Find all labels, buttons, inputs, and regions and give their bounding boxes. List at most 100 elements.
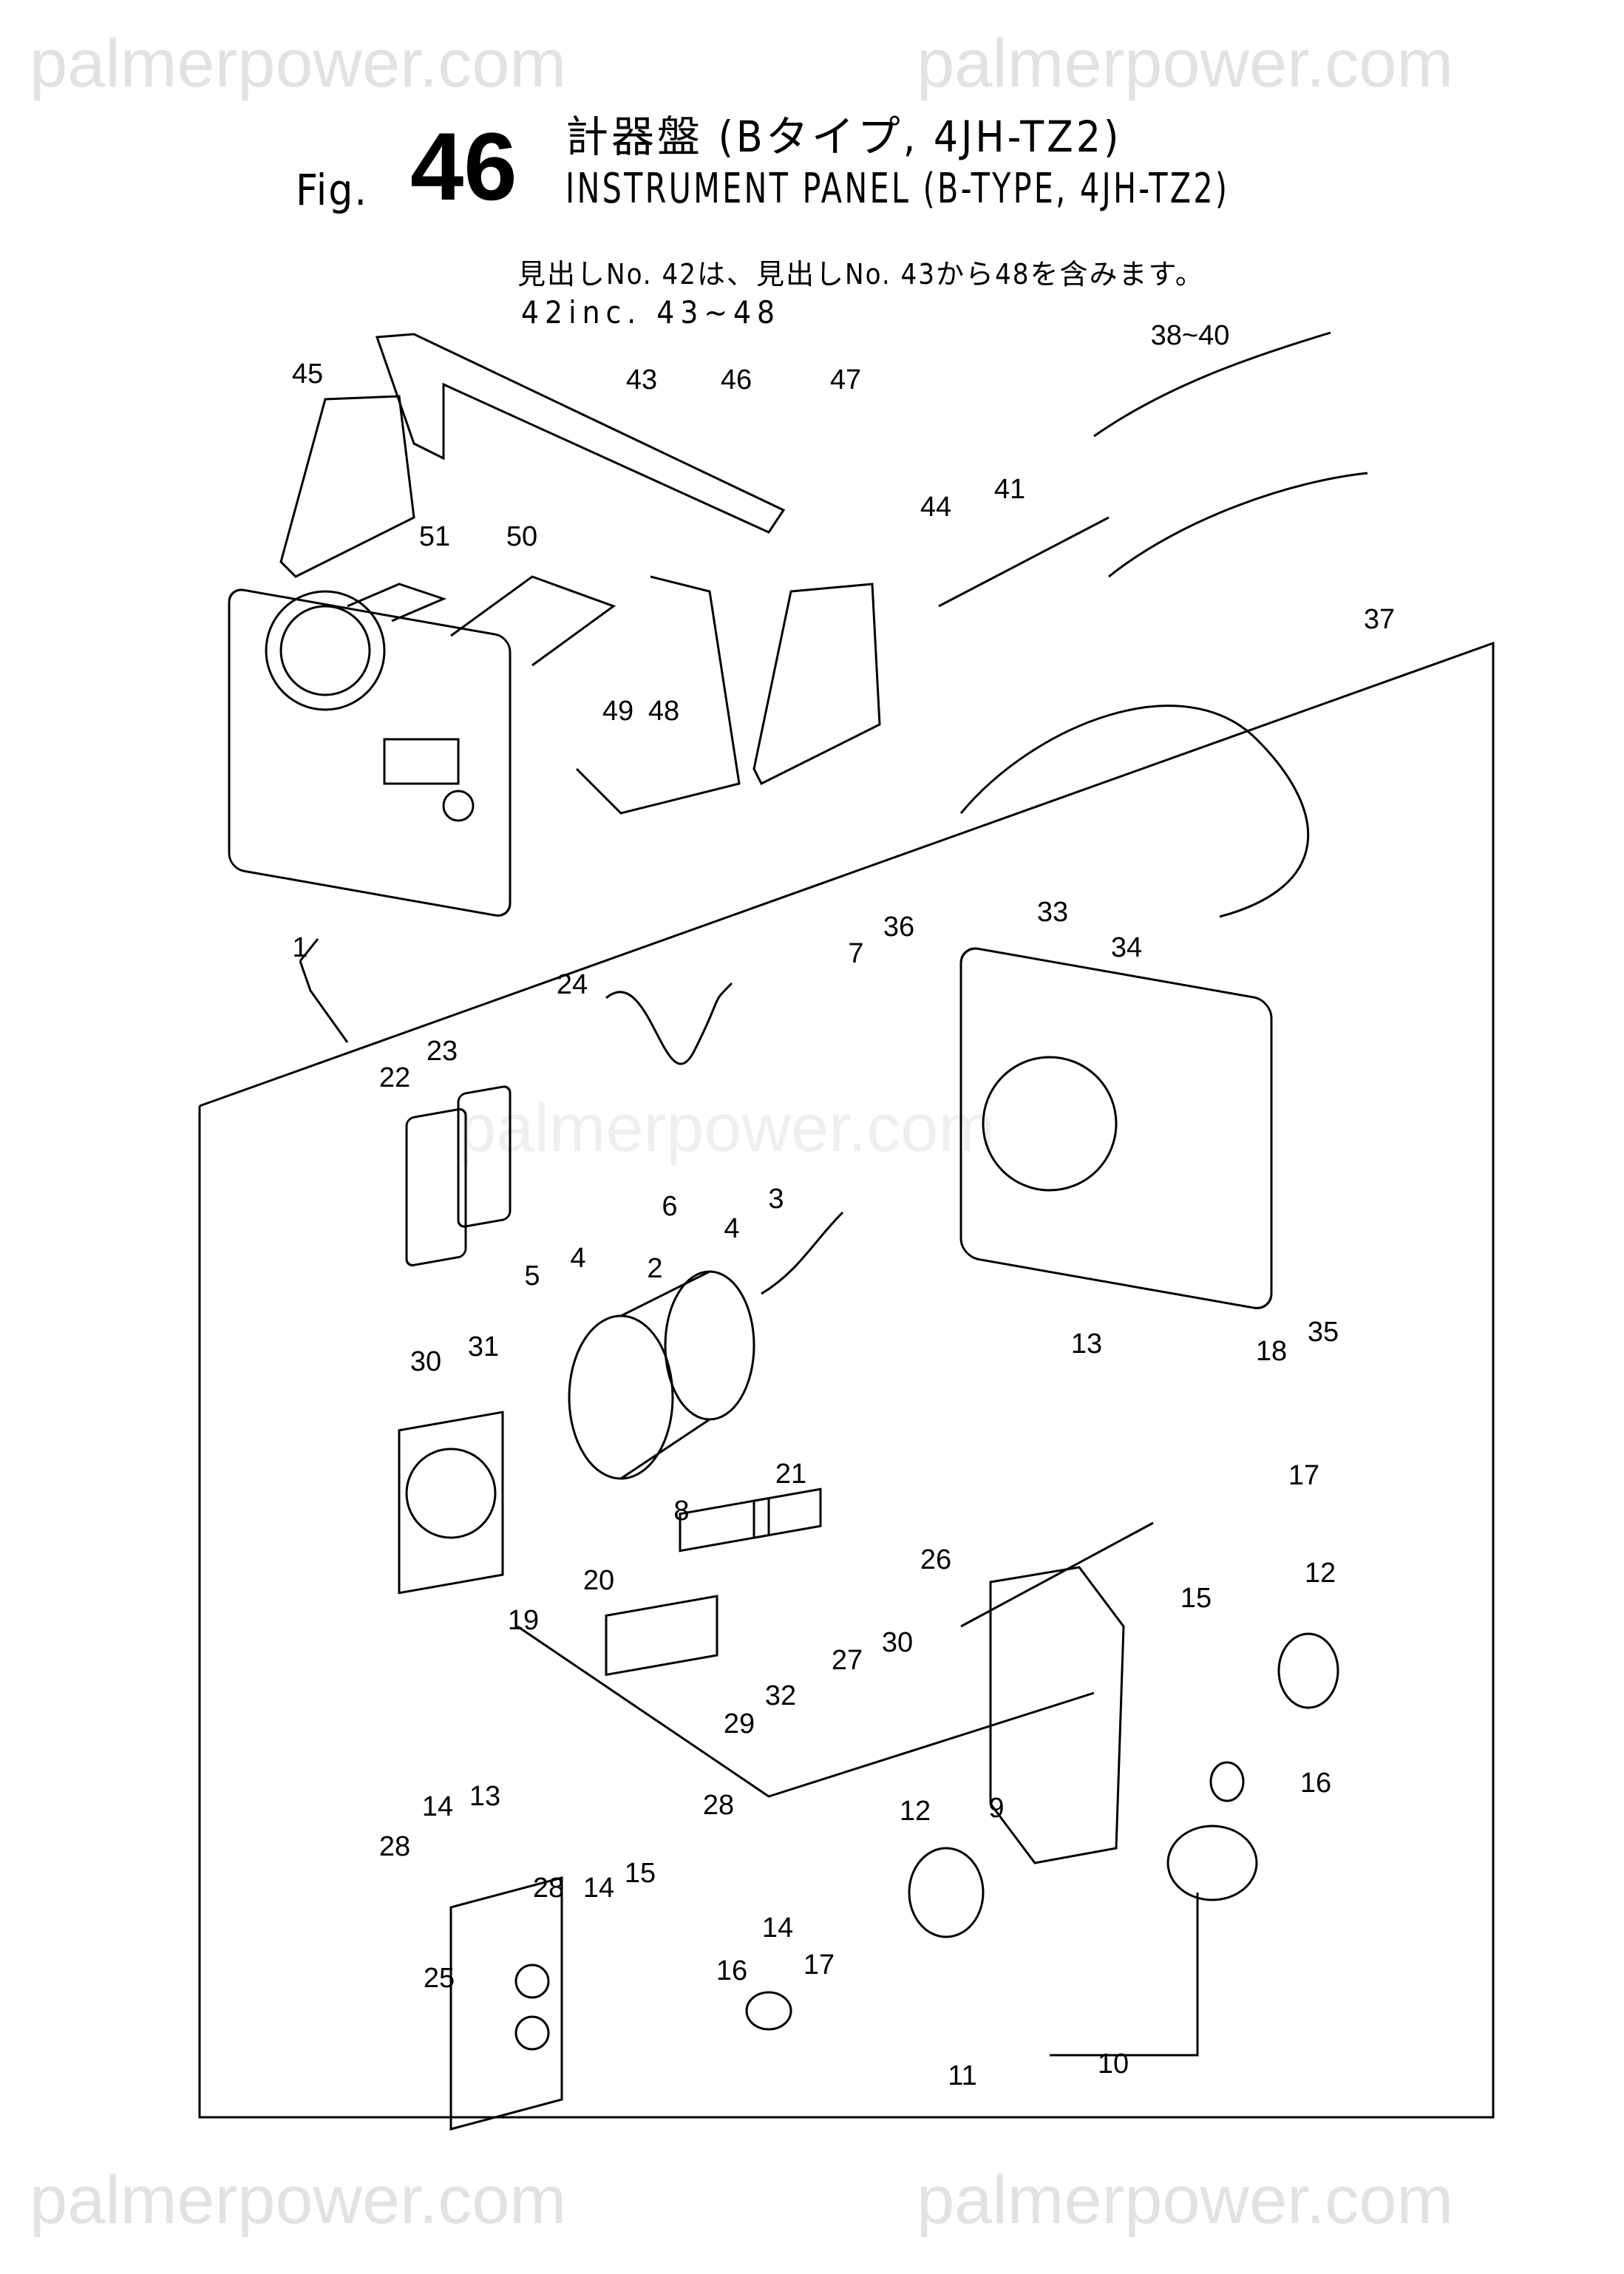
callout-38-40: 38~40 bbox=[1151, 320, 1230, 351]
callout-33: 33 bbox=[1037, 897, 1068, 928]
part-1-panel bbox=[228, 588, 512, 917]
part-22-lens bbox=[405, 1107, 467, 1266]
callout-5: 5 bbox=[524, 1260, 540, 1292]
watermark: palmerpower.com bbox=[30, 26, 567, 101]
part-29-plate bbox=[605, 1595, 718, 1677]
callout-9: 9 bbox=[988, 1793, 1004, 1824]
callout-41: 41 bbox=[994, 474, 1025, 505]
callout-43: 43 bbox=[626, 364, 657, 396]
callout-47: 47 bbox=[830, 364, 861, 396]
part-51-plate bbox=[347, 583, 447, 622]
note-jp: 見出しNo. 42は、見出しNo. 43から48を含みます。 bbox=[517, 258, 1205, 291]
callout-36: 36 bbox=[883, 912, 914, 943]
callout-49: 49 bbox=[602, 696, 633, 727]
callout-31: 31 bbox=[468, 1331, 499, 1362]
callout-10: 10 bbox=[1098, 2049, 1129, 2080]
callout-30: 30 bbox=[882, 1627, 913, 1658]
callout-13: 13 bbox=[469, 1781, 500, 1812]
part-12-buzzer bbox=[908, 1847, 985, 1938]
callout-44: 44 bbox=[920, 492, 951, 523]
callout-20: 20 bbox=[583, 1565, 614, 1596]
callout-46: 46 bbox=[721, 364, 752, 396]
title-jp: 計器盤 (Bタイプ, 4JH-TZ2) bbox=[565, 112, 1122, 162]
callout-14: 14 bbox=[762, 1912, 793, 1944]
harness-3 bbox=[761, 1211, 844, 1295]
part-50-plate bbox=[450, 575, 616, 667]
part-16-lamp bbox=[745, 1991, 792, 2031]
callout-51: 51 bbox=[419, 521, 450, 552]
callout-17: 17 bbox=[1288, 1460, 1319, 1491]
callout-19: 19 bbox=[508, 1605, 539, 1636]
callout-35: 35 bbox=[1308, 1317, 1339, 1348]
harness-33 bbox=[959, 705, 1310, 918]
callout-28: 28 bbox=[533, 1873, 564, 1904]
callout-16: 16 bbox=[716, 1955, 747, 1986]
part-49-bracket bbox=[575, 575, 741, 815]
callout-48: 48 bbox=[648, 696, 679, 727]
callout-50: 50 bbox=[506, 521, 537, 552]
assembly-frame bbox=[198, 641, 1495, 2119]
callout-3: 3 bbox=[768, 1184, 784, 1215]
callout-6: 6 bbox=[662, 1191, 677, 1222]
callout-17: 17 bbox=[803, 1949, 835, 1981]
callout-7: 7 bbox=[848, 938, 863, 969]
part-9-switch-box bbox=[989, 1566, 1125, 1864]
callout-12: 12 bbox=[900, 1796, 931, 1827]
part-12-ring bbox=[1277, 1632, 1339, 1709]
callout-15: 15 bbox=[1180, 1583, 1212, 1614]
part-27-gasket bbox=[752, 1487, 822, 1539]
callout-24: 24 bbox=[557, 969, 588, 1000]
watermark: palmerpower.com bbox=[917, 26, 1454, 101]
callout-32: 32 bbox=[765, 1680, 796, 1711]
callout-12: 12 bbox=[1305, 1558, 1336, 1589]
callout-34: 34 bbox=[1111, 932, 1142, 963]
part-45-bracket bbox=[279, 395, 415, 578]
callout-23: 23 bbox=[427, 1036, 458, 1067]
callout-16: 16 bbox=[1300, 1768, 1331, 1799]
title-en: INSTRUMENT PANEL (B-TYPE, 4JH-TZ2) bbox=[565, 165, 1230, 213]
fig-number: 46 bbox=[410, 112, 517, 220]
callout-8: 8 bbox=[673, 1496, 689, 1527]
watermark: palmerpower.com bbox=[30, 2162, 567, 2238]
part-44-bracket bbox=[752, 583, 881, 786]
callout-15: 15 bbox=[625, 1858, 656, 1889]
callout-26: 26 bbox=[920, 1544, 951, 1575]
callout-27: 27 bbox=[832, 1645, 863, 1676]
callout-14: 14 bbox=[583, 1873, 614, 1904]
callout-1: 1 bbox=[292, 932, 308, 963]
callout-2: 2 bbox=[647, 1253, 662, 1284]
callout-14: 14 bbox=[422, 1791, 453, 1822]
callout-22: 22 bbox=[379, 1062, 410, 1093]
watermark: palmerpower.com bbox=[917, 2162, 1454, 2238]
callout-29: 29 bbox=[724, 1708, 755, 1740]
leader-1 bbox=[299, 960, 349, 1043]
part-18-panel bbox=[959, 947, 1273, 1309]
callout-28: 28 bbox=[379, 1831, 410, 1862]
callout-28: 28 bbox=[703, 1790, 734, 1821]
part-8-plate bbox=[679, 1496, 770, 1552]
harness-41 bbox=[938, 516, 1110, 608]
callout-4: 4 bbox=[570, 1243, 585, 1274]
harness-37 bbox=[1108, 472, 1368, 578]
callout-30: 30 bbox=[410, 1346, 441, 1377]
harness-38-40 bbox=[1093, 331, 1331, 438]
callout-18: 18 bbox=[1256, 1336, 1287, 1367]
part-16-ring bbox=[1209, 1761, 1245, 1802]
callout-4: 4 bbox=[724, 1213, 739, 1244]
fig-prefix: Fig. bbox=[296, 165, 369, 215]
callout-11: 11 bbox=[948, 2060, 976, 2091]
callout-13: 13 bbox=[1071, 1328, 1102, 1360]
part-19-bezel bbox=[398, 1411, 504, 1595]
part-43-cover bbox=[375, 333, 786, 534]
part-25-plate bbox=[449, 1876, 563, 2131]
callout-21: 21 bbox=[775, 1459, 806, 1490]
callout-37: 37 bbox=[1364, 604, 1395, 635]
part-10-sender bbox=[1166, 1825, 1258, 1901]
watermark: palmerpower.com bbox=[458, 1090, 996, 1166]
harness-24 bbox=[605, 982, 733, 1065]
callout-25: 25 bbox=[424, 1963, 455, 1994]
note-en: 42inc. 43~48 bbox=[521, 294, 781, 330]
callout-45: 45 bbox=[292, 359, 323, 390]
